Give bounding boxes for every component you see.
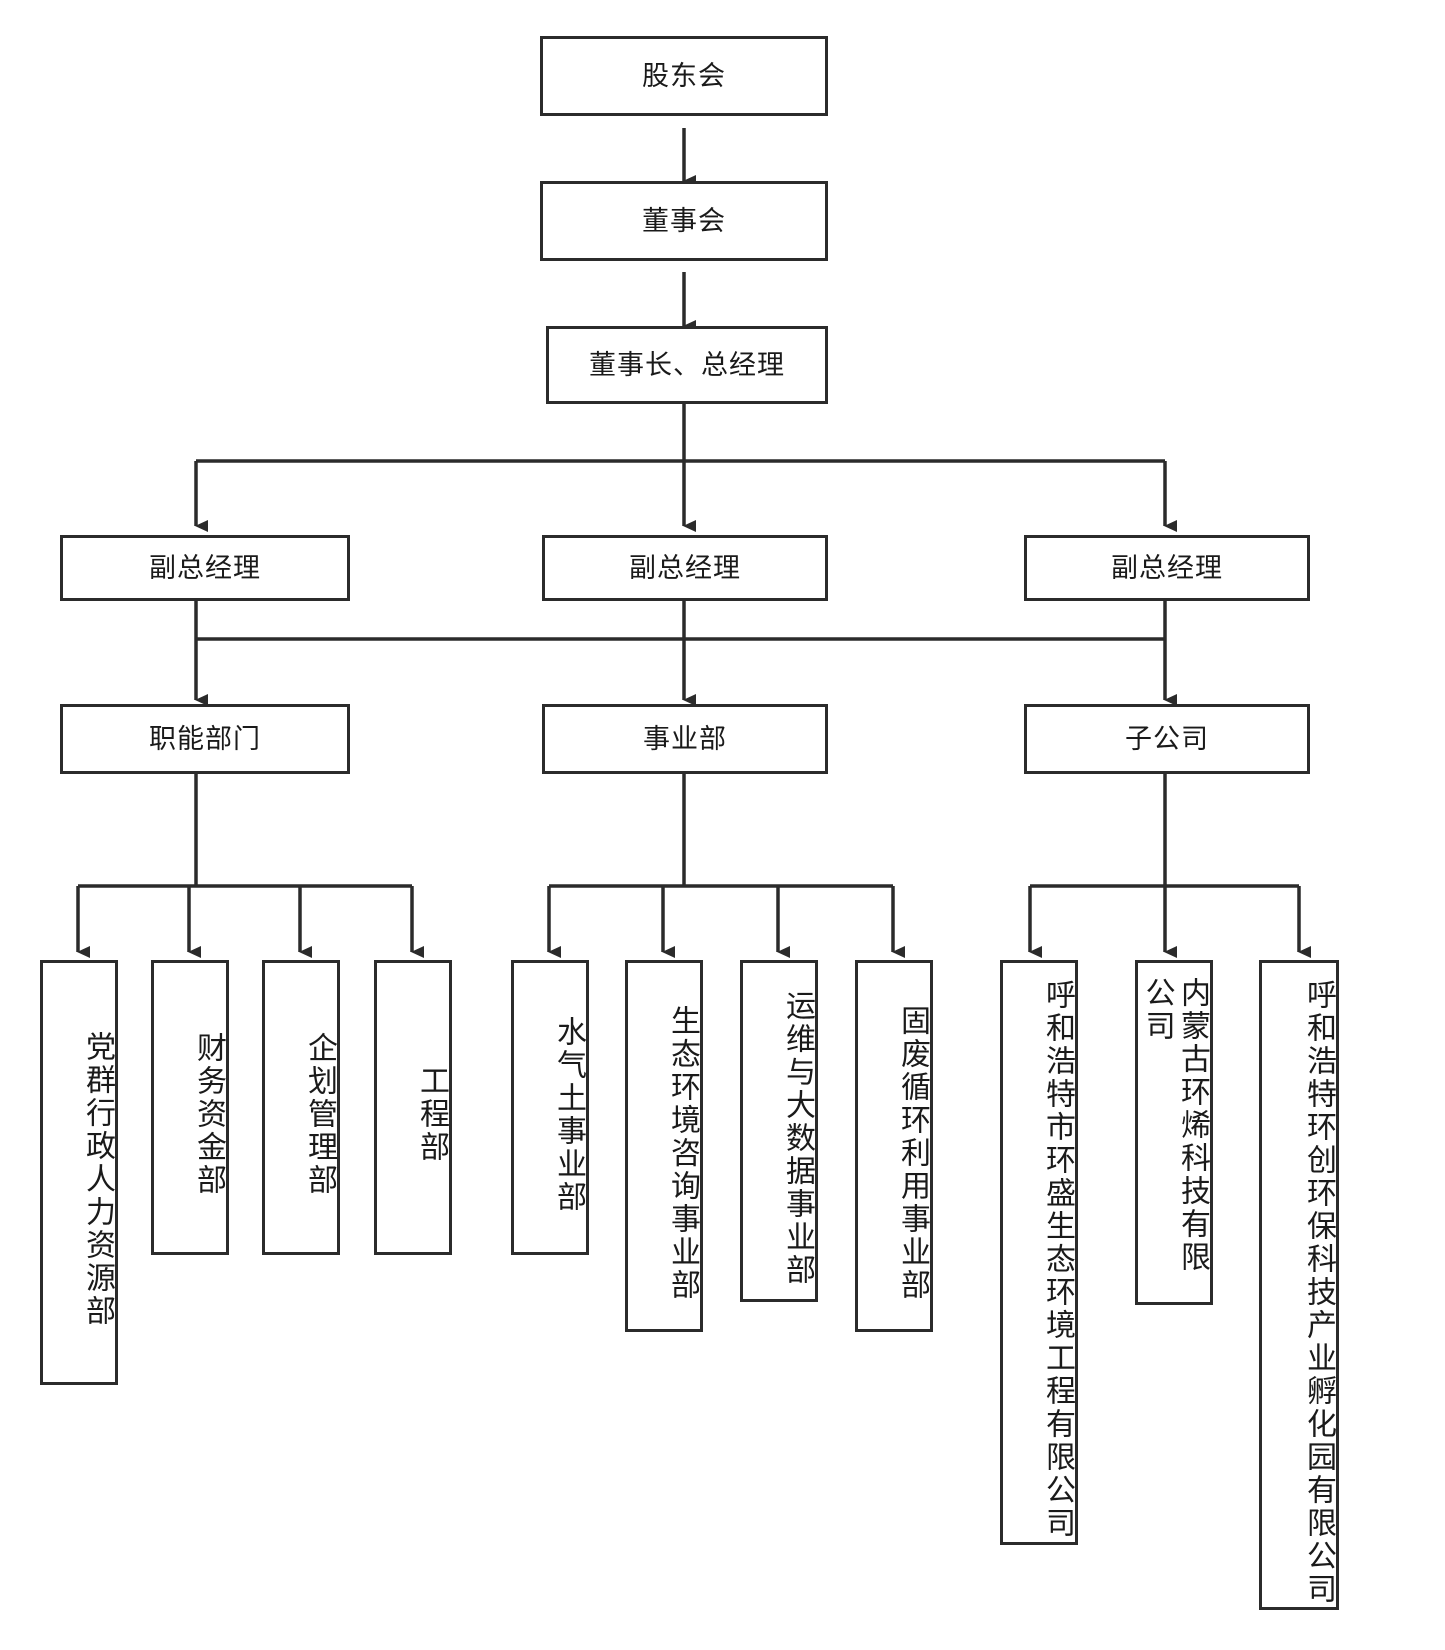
node-huansheng[interactable]: 呼和浩特市环盛生态环境工程有限公司 (1000, 960, 1078, 1545)
node-board-label: 董事会 (642, 205, 726, 236)
node-huanchuang-label: 呼和浩特环创环保科技产业孵化园有限公司 (1302, 978, 1335, 1606)
node-business-units-label: 事业部 (643, 723, 727, 754)
node-eco-consulting[interactable]: 生态环境咨询事业部 (625, 960, 703, 1332)
node-vp-right-label: 副总经理 (1111, 552, 1223, 583)
node-solid-waste-recycling-label: 固废循环利用事业部 (896, 1004, 929, 1302)
node-functional-label: 职能部门 (149, 723, 261, 754)
node-solid-waste-recycling[interactable]: 固废循环利用事业部 (855, 960, 933, 1332)
node-huanxi-label: 内蒙古环烯科技有限公司 (1140, 977, 1209, 1274)
node-eco-consulting-label: 生态环境咨询事业部 (666, 1004, 699, 1302)
node-chairman-label: 董事长、总经理 (589, 349, 785, 380)
node-vp-left[interactable]: 副总经理 (60, 535, 350, 601)
node-huanchuang[interactable]: 呼和浩特环创环保科技产业孵化园有限公司 (1259, 960, 1339, 1610)
node-board[interactable]: 董事会 (540, 181, 828, 261)
node-engineering-label: 工程部 (415, 1065, 448, 1164)
node-shareholders[interactable]: 股东会 (540, 36, 828, 116)
node-party-admin-hr[interactable]: 党群行政人力资源部 (40, 960, 118, 1385)
node-engineering[interactable]: 工程部 (374, 960, 452, 1255)
node-finance-funds-label: 财务资金部 (192, 1032, 225, 1197)
node-subsidiaries-label: 子公司 (1125, 723, 1209, 754)
node-vp-center-label: 副总经理 (629, 552, 741, 583)
node-ops-bigdata[interactable]: 运维与大数据事业部 (740, 960, 818, 1302)
node-vp-right[interactable]: 副总经理 (1024, 535, 1310, 601)
node-subsidiaries[interactable]: 子公司 (1024, 704, 1310, 774)
node-shareholders-label: 股东会 (642, 60, 726, 91)
node-huansheng-label: 呼和浩特市环盛生态环境工程有限公司 (1041, 979, 1074, 1540)
node-water-air-soil-label: 水气土事业部 (552, 1015, 585, 1214)
node-water-air-soil[interactable]: 水气土事业部 (511, 960, 589, 1255)
node-chairman[interactable]: 董事长、总经理 (546, 326, 828, 404)
node-planning-management-label: 企划管理部 (303, 1032, 336, 1197)
node-vp-left-label: 副总经理 (149, 552, 261, 583)
node-huanxi[interactable]: 内蒙古环烯科技有限公司 (1135, 960, 1213, 1305)
node-vp-center[interactable]: 副总经理 (542, 535, 828, 601)
node-planning-management[interactable]: 企划管理部 (262, 960, 340, 1255)
node-party-admin-hr-label: 党群行政人力资源部 (81, 1031, 114, 1328)
node-ops-bigdata-label: 运维与大数据事业部 (781, 989, 814, 1287)
node-finance-funds[interactable]: 财务资金部 (151, 960, 229, 1255)
node-business-units[interactable]: 事业部 (542, 704, 828, 774)
node-functional[interactable]: 职能部门 (60, 704, 350, 774)
